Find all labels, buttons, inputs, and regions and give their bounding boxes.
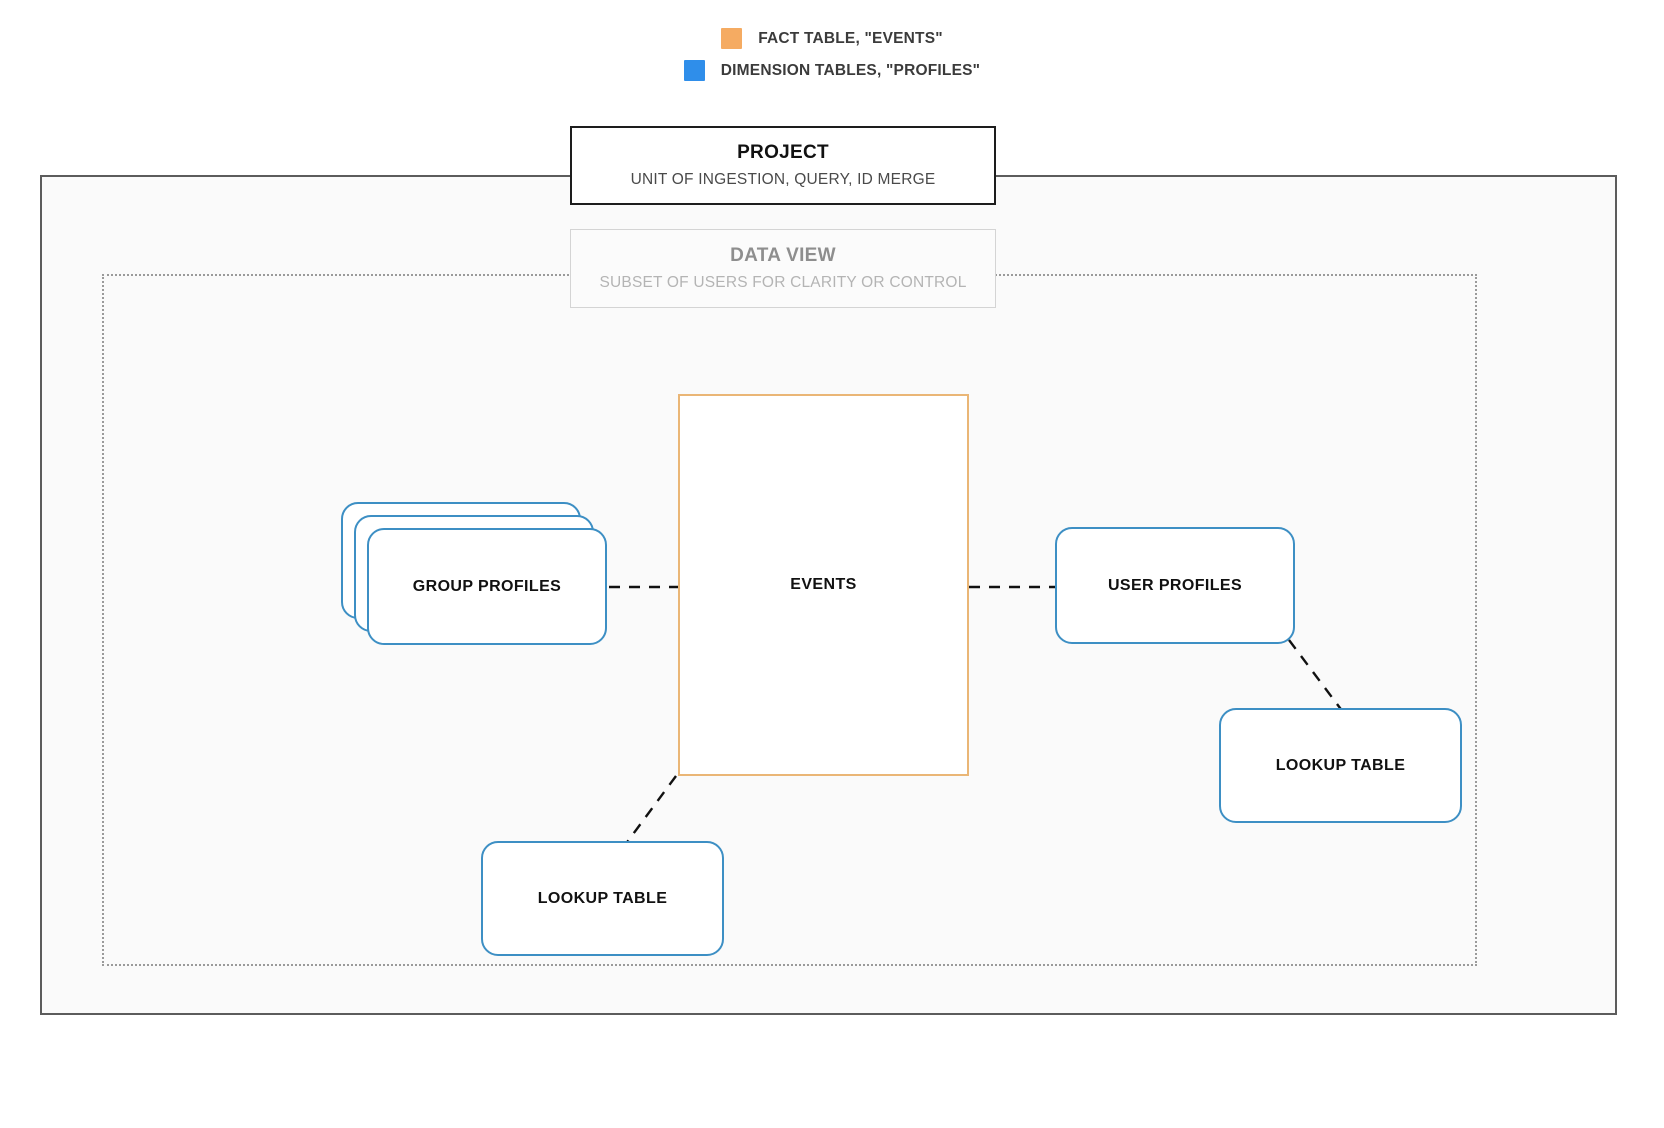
node-label-lookup-table-right: LOOKUP TABLE	[1275, 756, 1406, 774]
project-card: PROJECT UNIT OF INGESTION, QUERY, ID MER…	[570, 126, 996, 205]
node-group-profiles-stack[interactable]: GROUP PROFILES	[341, 502, 609, 647]
legend: FACT TABLE, "EVENTS" DIMENSION TABLES, "…	[0, 28, 1664, 81]
legend-label-dimension-tables: DIMENSION TABLES, "PROFILES"	[720, 61, 981, 79]
node-events-fact-table[interactable]: EVENTS	[678, 394, 969, 776]
data-view-subtitle: SUBSET OF USERS FOR CLARITY OR CONTROL	[599, 274, 967, 291]
project-subtitle: UNIT OF INGESTION, QUERY, ID MERGE	[630, 171, 936, 188]
node-label-user-profiles: USER PROFILES	[1107, 576, 1243, 594]
node-user-profiles[interactable]: USER PROFILES	[1055, 527, 1295, 644]
data-view-title: DATA VIEW	[730, 245, 836, 266]
node-lookup-table-right[interactable]: LOOKUP TABLE	[1219, 708, 1462, 823]
blue-square-swatch	[683, 60, 705, 81]
legend-item-dimension-tables: DIMENSION TABLES, "PROFILES"	[683, 60, 981, 81]
legend-item-fact-table: FACT TABLE, "EVENTS"	[721, 28, 943, 49]
group-profiles-stack-layer-front[interactable]: GROUP PROFILES	[367, 528, 607, 645]
node-label-lookup-table-left: LOOKUP TABLE	[537, 889, 668, 907]
orange-square-swatch	[721, 28, 743, 49]
node-label-group-profiles: GROUP PROFILES	[412, 577, 562, 595]
project-title: PROJECT	[737, 142, 829, 163]
legend-label-fact-table: FACT TABLE, "EVENTS"	[758, 29, 943, 47]
node-label-events: EVENTS	[790, 576, 857, 593]
data-view-card: DATA VIEW SUBSET OF USERS FOR CLARITY OR…	[570, 229, 996, 308]
node-lookup-table-left[interactable]: LOOKUP TABLE	[481, 841, 724, 956]
